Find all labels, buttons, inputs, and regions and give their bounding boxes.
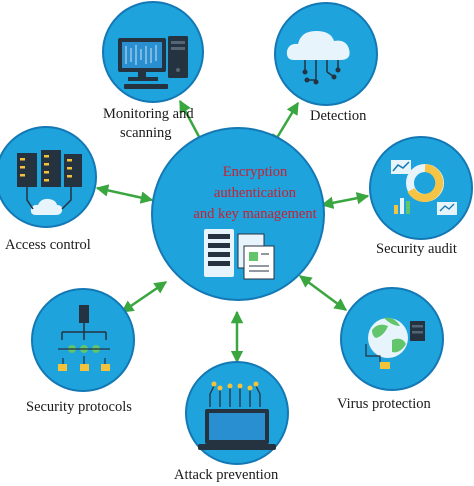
center-circle [151, 127, 325, 301]
label-monitoring-line2: scanning [120, 125, 172, 141]
small-chart-icon [391, 160, 411, 174]
connector-arrows [95, 99, 370, 364]
node-detection [274, 2, 378, 106]
donut-chart-icon [406, 164, 444, 202]
label-security-audit: Security audit [376, 241, 457, 257]
node-security-protocols-circle [31, 288, 135, 392]
server-document-icon [204, 229, 275, 280]
node-center [151, 127, 325, 301]
monitor-icon [118, 38, 166, 81]
globe-icon [368, 317, 408, 358]
node-security-protocols [31, 288, 135, 392]
arrow-access-control [95, 184, 154, 204]
arrow-security-protocols [120, 280, 168, 314]
arrow-virus-protection [298, 274, 348, 312]
node-access-control [0, 126, 97, 228]
node-security-audit-circle [369, 136, 473, 240]
laptop-icon [198, 409, 276, 450]
server-rack-icon [17, 150, 82, 187]
cloud-icon [286, 31, 350, 60]
center-title-line3: and key management [193, 206, 317, 222]
label-virus-protection: Virus protection [337, 396, 432, 412]
network-dots [302, 67, 341, 85]
label-detection: Detection [310, 108, 367, 124]
folder-icon [380, 362, 390, 369]
label-attack-prevention: Attack prevention [174, 467, 279, 483]
center-title: Encryption authentication and key manage… [177, 162, 333, 225]
center-title-line1: Encryption [222, 164, 288, 180]
bar-chart-icon [394, 198, 410, 214]
keyboard-icon [124, 84, 168, 89]
center-title-line2: authentication [213, 185, 297, 201]
antenna-lines-icon [209, 385, 261, 407]
protocol-network-icon [58, 305, 110, 371]
label-monitoring-line1: Monitoring and [103, 106, 194, 122]
node-virus-protection [340, 287, 444, 391]
server-tower-icon [168, 36, 188, 78]
label-security-protocols: Security protocols [26, 399, 132, 415]
label-access-control: Access control [5, 237, 91, 253]
report-card-icon [437, 202, 457, 215]
server-block-icon [410, 321, 425, 341]
node-security-audit [369, 136, 473, 240]
node-attack-prevention [185, 361, 289, 465]
arrow-security-audit [320, 192, 370, 209]
cloud-small-icon [30, 198, 63, 215]
node-monitoring [102, 1, 204, 103]
antenna-dots [211, 381, 259, 391]
